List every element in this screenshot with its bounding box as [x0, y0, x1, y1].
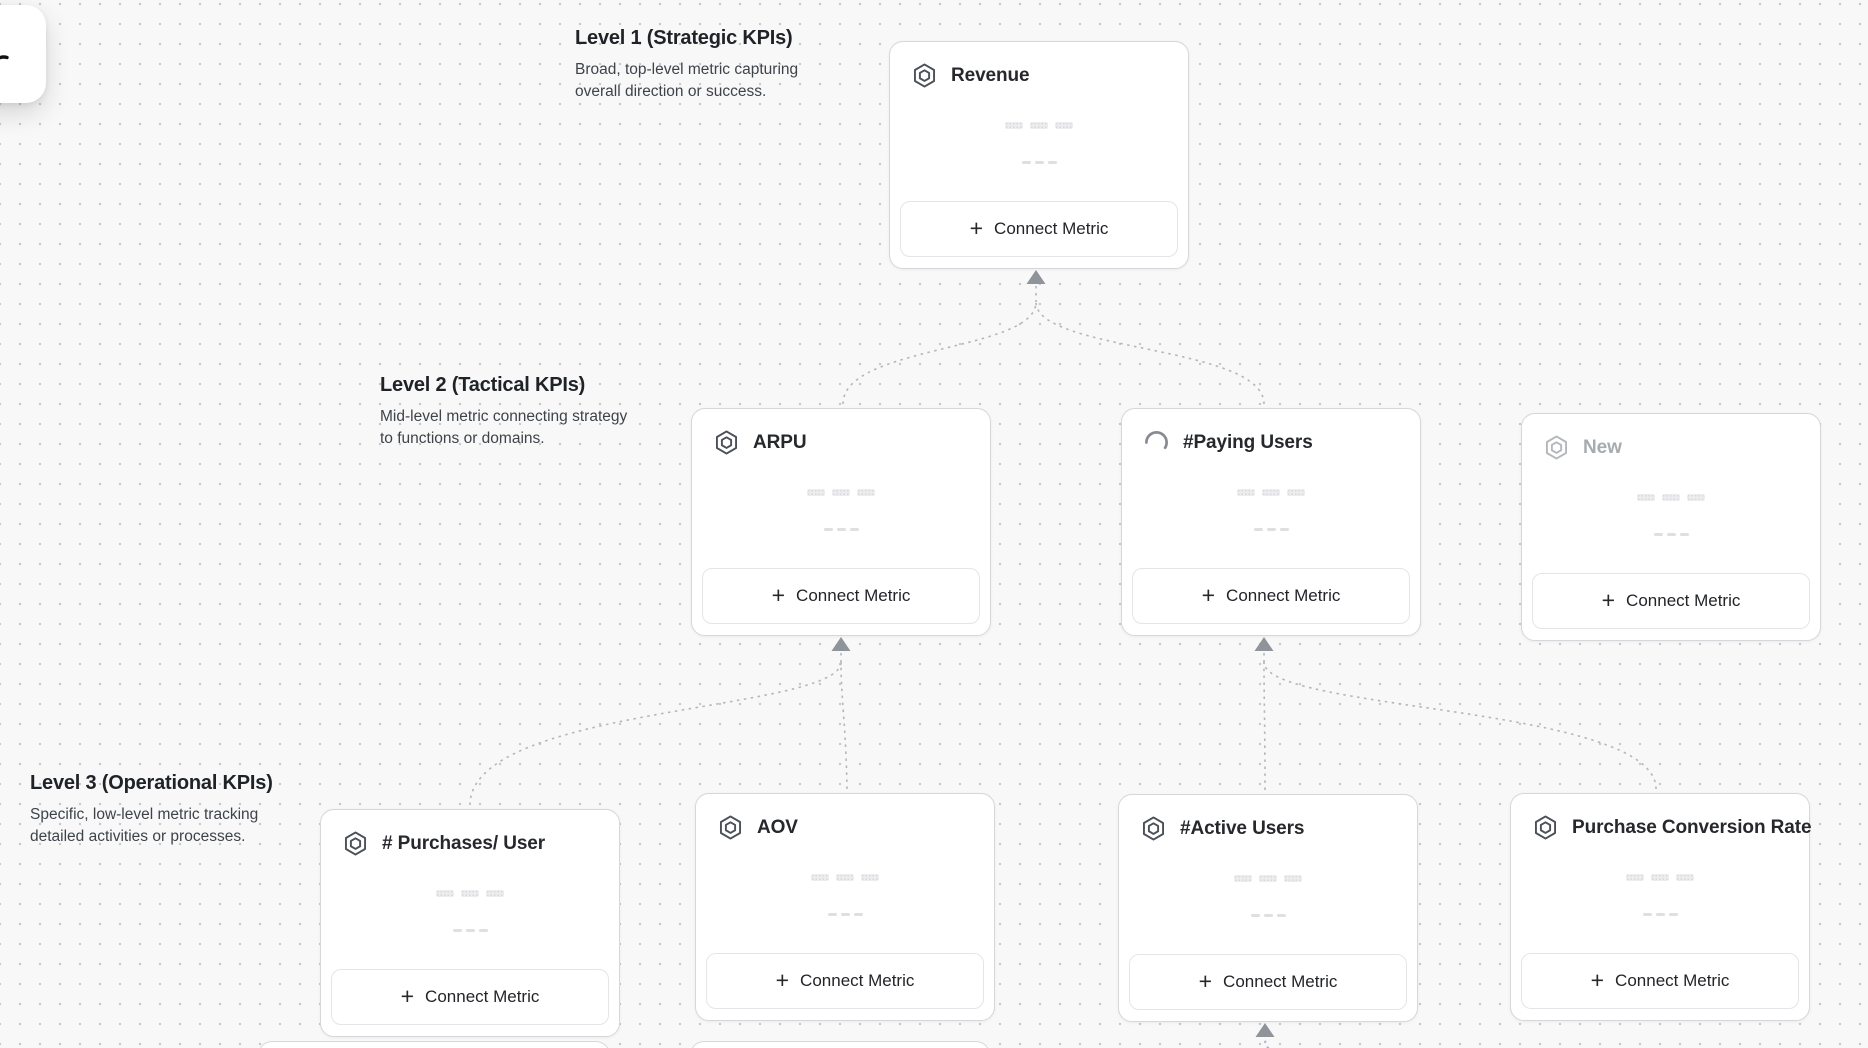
card-title: # Purchases/ User	[382, 832, 546, 854]
plus-icon: +	[1601, 586, 1616, 613]
card-header: AOV	[696, 794, 994, 841]
level-2-description: Mid-level metric connecting strategy to …	[380, 408, 628, 447]
level-3-label: Level 3 (Operational KPIs) Specific, low…	[30, 772, 298, 847]
skeleton-dashes	[696, 913, 994, 916]
skeleton-dashes	[692, 528, 990, 531]
hexagon-metric-icon	[719, 815, 742, 840]
skeleton-dashes	[1522, 533, 1820, 536]
arrowhead-into-paying	[1254, 637, 1274, 651]
metric-card-arpu[interactable]: ARPU + Connect Metric	[691, 408, 991, 636]
hexagon-metric-icon	[913, 63, 936, 88]
metric-card-active-users[interactable]: #Active Users + Connect Metric	[1118, 794, 1418, 1022]
skeleton-bars	[696, 874, 994, 881]
card-title: Revenue	[951, 64, 1030, 86]
connector-arpu-to-revenue	[842, 301, 1037, 405]
card-header: #Active Users	[1119, 795, 1417, 842]
connect-metric-button[interactable]: + Connect Metric	[1521, 953, 1799, 1009]
metric-card-paying-users[interactable]: #Paying Users + Connect Metric	[1121, 408, 1421, 636]
cursor-tool-icon	[0, 55, 9, 60]
card-title: Purchase Conversion Rate	[1572, 816, 1812, 838]
connect-metric-button[interactable]: + Connect Metric	[900, 201, 1178, 257]
level-2-label: Level 2 (Tactical KPIs) Mid-level metric…	[380, 374, 632, 449]
metric-card-purchase-conversion-rate[interactable]: Purchase Conversion Rate + Connect Metri…	[1510, 793, 1812, 1021]
card-header: New	[1522, 414, 1820, 461]
skeleton-bars	[692, 489, 990, 496]
card-title: ARPU	[753, 431, 807, 453]
level-3-description: Specific, low-level metric tracking deta…	[30, 806, 259, 845]
plus-icon: +	[771, 581, 786, 608]
connect-metric-button[interactable]: + Connect Metric	[706, 953, 984, 1009]
plus-icon: +	[1201, 581, 1216, 608]
hexagon-metric-icon	[1545, 435, 1568, 460]
connect-metric-button[interactable]: + Connect Metric	[331, 969, 609, 1025]
connector-aov-to-arpu	[840, 661, 848, 790]
floating-toolbar-panel[interactable]	[0, 5, 46, 103]
connector-active-to-paying	[1263, 661, 1266, 791]
card-header: # Purchases/ User	[321, 810, 619, 857]
arrowhead-into-active	[1255, 1023, 1275, 1037]
skeleton-bars	[1122, 489, 1420, 496]
level-1-title: Level 1 (Strategic KPIs)	[575, 27, 793, 49]
connector-purchases-to-arpu	[469, 661, 842, 806]
connect-metric-button[interactable]: + Connect Metric	[1132, 568, 1410, 624]
level-1-label: Level 1 (Strategic KPIs) Broad, top-leve…	[575, 27, 827, 102]
partial-card-bottom-left[interactable]	[258, 1041, 610, 1048]
skeleton-dashes	[1511, 913, 1809, 916]
card-title: #Active Users	[1180, 817, 1305, 839]
metric-card-purchases-per-user[interactable]: # Purchases/ User + Connect Metric	[320, 809, 620, 1037]
skeleton-dashes	[890, 161, 1188, 164]
level-2-title: Level 2 (Tactical KPIs)	[380, 374, 586, 396]
card-header: Revenue	[890, 42, 1188, 89]
skeleton-bars	[1511, 874, 1809, 881]
connector-pcr-to-paying	[1263, 661, 1657, 790]
card-title: New	[1583, 436, 1622, 458]
connect-metric-button[interactable]: + Connect Metric	[1532, 573, 1810, 629]
metric-card-new[interactable]: New + Connect Metric	[1521, 413, 1821, 641]
card-title: AOV	[757, 816, 798, 838]
partial-card-bottom-center[interactable]	[690, 1041, 990, 1048]
metric-card-revenue[interactable]: Revenue + Connect Metric	[889, 41, 1189, 269]
plus-icon: +	[1198, 967, 1213, 994]
skeleton-bars	[321, 890, 619, 897]
plus-icon: +	[969, 214, 984, 241]
card-header: ARPU	[692, 409, 990, 456]
plus-icon: +	[775, 966, 790, 993]
hexagon-metric-icon	[1534, 815, 1557, 840]
connect-metric-button[interactable]: + Connect Metric	[1129, 954, 1407, 1010]
connect-metric-button[interactable]: + Connect Metric	[702, 568, 980, 624]
plus-icon: +	[400, 982, 415, 1009]
skeleton-dashes	[1119, 914, 1417, 917]
arrowhead-into-arpu	[831, 637, 851, 651]
connector-paying-to-revenue	[1035, 301, 1265, 405]
card-header: Purchase Conversion Rate	[1511, 794, 1812, 841]
skeleton-dashes	[1122, 528, 1420, 531]
skeleton-bars	[1522, 494, 1820, 501]
skeleton-bars	[1119, 875, 1417, 882]
card-header: #Paying Users	[1122, 409, 1420, 456]
level-3-title: Level 3 (Operational KPIs)	[30, 772, 273, 794]
hexagon-metric-icon	[344, 831, 367, 856]
connector-stub-below-active	[1263, 1030, 1270, 1048]
hexagon-metric-icon	[715, 430, 738, 455]
skeleton-bars	[890, 122, 1188, 129]
metric-card-aov[interactable]: AOV + Connect Metric	[695, 793, 995, 1021]
hexagon-metric-icon	[1142, 816, 1165, 841]
card-title: #Paying Users	[1183, 431, 1313, 453]
level-1-description: Broad, top-level metric capturing overal…	[575, 61, 799, 100]
skeleton-dashes	[321, 929, 619, 932]
spinner-icon	[1145, 431, 1168, 454]
arrowhead-into-revenue	[1026, 270, 1046, 284]
plus-icon: +	[1590, 966, 1605, 993]
